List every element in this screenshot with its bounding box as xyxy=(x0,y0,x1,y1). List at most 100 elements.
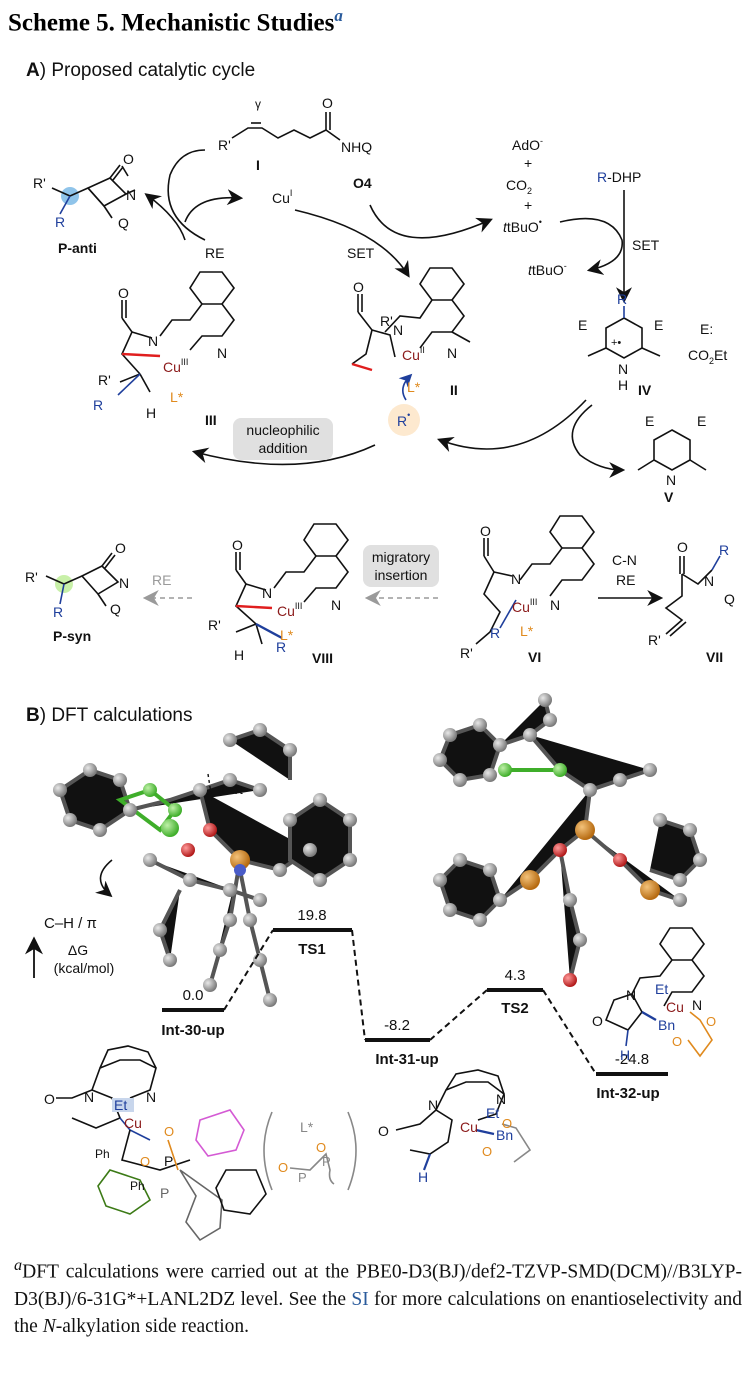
arrow-to-Panti xyxy=(144,193,186,241)
axis-label-dG: ΔG xyxy=(68,942,88,958)
label-O-int31: O xyxy=(378,1123,389,1139)
energy-Int-31-up: -8.2 xyxy=(384,1017,410,1034)
energy-connectors xyxy=(223,929,597,1075)
label-R-prime-Psyn: R' xyxy=(25,569,38,585)
ts1-structure xyxy=(53,723,357,1007)
label-O-VII: O xyxy=(677,539,688,555)
label-R-VI: R xyxy=(490,625,500,641)
label-N-VIII: N xyxy=(262,585,272,601)
label-O-Panti: O xyxy=(123,151,134,167)
species-IV xyxy=(587,306,661,359)
label-N-VI: N xyxy=(511,571,521,587)
ts2-structure xyxy=(433,693,707,987)
label-R-prime-I: R' xyxy=(218,137,231,153)
arrow-nucleophilic-addition xyxy=(191,444,376,466)
arrow-RE-to-Panti xyxy=(167,149,206,241)
label-VII: VII xyxy=(706,649,723,665)
lstar-legend xyxy=(263,1111,357,1191)
box-migratory xyxy=(363,545,439,587)
catalytic-cycle: R' γ O NHQ I O4 CuI R' O N Q R P-anti RE xyxy=(25,95,735,666)
label-Lstar-III: L* xyxy=(170,389,184,405)
label-Et-int30: Et xyxy=(114,1097,127,1113)
axis-label-units: (kcal/mol) xyxy=(54,960,115,976)
footnote: aDFT calculations were carried out at th… xyxy=(14,1256,742,1337)
label-P2-int30: P xyxy=(160,1185,169,1201)
label-P-syn: P-syn xyxy=(53,628,91,644)
complex-VI xyxy=(475,515,595,645)
label-Ph1-int30: Ph xyxy=(95,1147,110,1161)
label-O-VI: O xyxy=(480,523,491,539)
plus-1: + xyxy=(524,155,532,171)
label-O2-int30: O xyxy=(164,1124,174,1139)
label-Lstar-VIII: L* xyxy=(280,627,294,643)
label-RE-1: RE xyxy=(205,245,224,261)
label-O-legend-1: O xyxy=(316,1140,326,1155)
label-O1-int30: O xyxy=(140,1154,150,1169)
label-N-quin-III: N xyxy=(217,345,227,361)
label-O-P-int32: O xyxy=(706,1014,716,1029)
label-E-def-2: CO2Et xyxy=(688,347,727,366)
label-P-anti: P-anti xyxy=(58,240,97,256)
label-SET-1: SET xyxy=(347,245,375,261)
label-CN-2: RE xyxy=(616,572,635,588)
int32-structure xyxy=(604,927,713,1058)
label-migratory-1: migratory xyxy=(372,549,430,565)
label-CuII: CuII xyxy=(402,345,425,363)
label-VI: VI xyxy=(528,649,541,665)
label-O-P-int31: O xyxy=(502,1116,512,1131)
label-R-VII: R xyxy=(719,542,729,558)
section-a-label: A) Proposed catalytic cycle xyxy=(26,60,256,81)
label-RE-2: RE xyxy=(152,572,171,588)
label-CuIII-VI: CuIII xyxy=(512,597,537,615)
name-Int-31-up: Int-31-up xyxy=(375,1051,438,1068)
name-TS2: TS2 xyxy=(501,1000,529,1017)
scheme-title: Scheme 5. Mechanistic Studiesa xyxy=(8,6,343,37)
label-P-legend-2: P xyxy=(298,1170,307,1185)
label-Ph2-int30: Ph xyxy=(130,1179,145,1193)
label-N-quin-VIII: N xyxy=(331,597,341,613)
label-H-IV: H xyxy=(618,377,628,393)
label-N-quin-II: N xyxy=(447,345,457,361)
arrow-III-to-CuI xyxy=(184,189,244,223)
substrate-I xyxy=(231,112,341,141)
complex-III xyxy=(117,271,235,396)
label-R-III: R xyxy=(93,397,103,413)
energy-levels xyxy=(162,928,668,1076)
product-P-syn xyxy=(45,552,120,607)
label-N-int32: N xyxy=(626,987,636,1003)
label-Q-Psyn: Q xyxy=(110,601,121,617)
label-Bn-int31: Bn xyxy=(496,1127,513,1143)
label-O-III: O xyxy=(118,285,129,301)
label-R-Psyn: R xyxy=(53,604,63,620)
label-R-prime-II: R' xyxy=(380,313,393,329)
arrow-V-to-radical xyxy=(437,399,587,452)
label-nucleophilic-2: addition xyxy=(258,440,307,456)
label-H-VIII: H xyxy=(234,647,244,663)
label-N-V: N xyxy=(666,472,676,488)
arrow-SET-to-II xyxy=(294,209,410,278)
name-Int-32-up: Int-32-up xyxy=(596,1085,659,1102)
label-O-int30: O xyxy=(44,1091,55,1107)
label-Lstar-legend: L* xyxy=(300,1119,314,1135)
plus-2: + xyxy=(524,197,532,213)
label-N2-int32: N xyxy=(692,997,702,1013)
label-E-IV-left: E xyxy=(578,317,587,333)
name-Int-30-up: Int-30-up xyxy=(161,1022,224,1039)
label-Cu-int30: Cu xyxy=(124,1115,142,1131)
label-N2-int31: N xyxy=(496,1091,506,1107)
energy-TS2: 4.3 xyxy=(505,967,526,984)
label-P-int30: P xyxy=(164,1153,173,1169)
label-CuIII-VIII: CuIII xyxy=(277,601,302,619)
si-link[interactable]: SI xyxy=(351,1288,369,1310)
arrow-radical-attack xyxy=(398,373,413,401)
label-radical-R: R• xyxy=(397,410,410,429)
dft-section: π−π C–H / π xyxy=(25,693,716,1242)
radical-bubble xyxy=(388,404,420,436)
label-Et-int32: Et xyxy=(655,981,668,997)
label-tBuO-bottom: ttBuO- xyxy=(528,261,567,278)
label-N-Psyn: N xyxy=(119,575,129,591)
label-O-legend-2: O xyxy=(278,1160,288,1175)
label-N-VII: N xyxy=(704,573,714,589)
label-R-IV: R xyxy=(617,291,627,307)
